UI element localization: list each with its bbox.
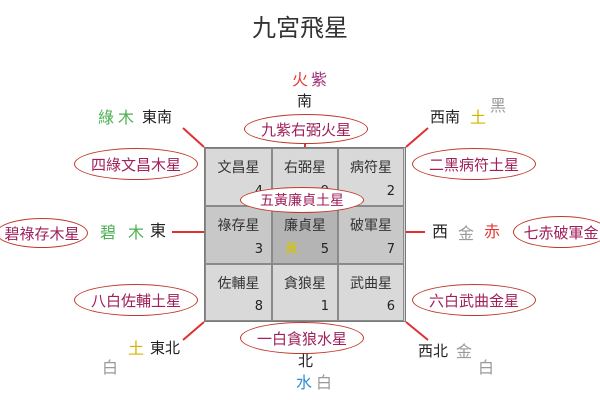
- cell-yellow-char: 黃: [285, 242, 299, 257]
- line-sw: [182, 321, 205, 341]
- element-earth-ne: 土: [128, 339, 145, 358]
- element-red: 赤: [484, 222, 501, 241]
- element-purple: 紫: [311, 70, 328, 89]
- element-jade: 碧: [100, 223, 117, 242]
- element-metal-west: 金: [458, 224, 475, 243]
- oval-nw-star: 四綠文昌木星: [74, 148, 198, 180]
- element-fire: 火: [292, 70, 309, 89]
- cell-star: 文昌星: [217, 160, 260, 176]
- element-white-n: 白: [316, 373, 333, 392]
- element-earth: 土: [470, 108, 487, 127]
- cell-star: 廉貞星: [284, 218, 326, 234]
- direction-north: 北: [298, 352, 314, 370]
- direction-northwest: 西北: [418, 342, 449, 360]
- cell-e-3: 祿存星 3: [205, 206, 272, 264]
- oval-s-star: 一白貪狼水星: [240, 322, 364, 354]
- oval-center-star: 五黃廉貞土星: [240, 187, 364, 213]
- cell-number: 2: [386, 184, 395, 199]
- cell-star: 祿存星: [217, 218, 260, 234]
- cell-star: 破軍星: [350, 218, 392, 234]
- element-green: 綠: [98, 108, 115, 127]
- cell-number: 1: [320, 299, 329, 314]
- nine-palace-grid: 文昌星 4 右弼星 9 病符星 2 祿存星 3 廉貞星 黃 5 破軍星 7 佐輔…: [204, 147, 406, 322]
- oval-ne-star: 二黑病符土星: [412, 148, 536, 180]
- page-title: 九宮飛星: [252, 14, 348, 42]
- cell-number: 3: [254, 242, 263, 257]
- cell-center-5: 廉貞星 黃 5: [272, 206, 338, 264]
- cell-star: 武曲星: [350, 276, 392, 292]
- element-black: 黑: [490, 96, 507, 115]
- direction-southeast: 東南: [142, 108, 173, 126]
- cell-number: 6: [386, 299, 395, 314]
- oval-n-star: 九紫右弼火星: [244, 114, 368, 144]
- oval-sw-star: 八白佐輔土星: [74, 284, 198, 316]
- cell-number: 5: [320, 242, 329, 257]
- direction-east: 東: [150, 221, 167, 240]
- element-metal-nw: 金: [456, 342, 473, 361]
- element-white-ne: 白: [102, 358, 119, 377]
- element-white-nw: 白: [478, 358, 495, 377]
- oval-se-star: 六白武曲金星: [412, 284, 536, 316]
- line-se: [405, 321, 429, 341]
- line-nw: [182, 127, 205, 148]
- direction-northeast: 東北: [150, 339, 181, 357]
- cell-ne-8: 佐輔星 8: [205, 264, 272, 321]
- cell-n-1: 貪狼星 1: [272, 264, 338, 321]
- element-water: 水: [296, 373, 313, 392]
- cell-star: 佐輔星: [217, 276, 260, 292]
- oval-e-star: 七赤破軍金: [513, 216, 600, 248]
- cell-w-7: 破軍星 7: [338, 206, 404, 264]
- cell-star: 病符星: [350, 160, 392, 176]
- cell-sw-2: 病符星 2: [338, 148, 404, 206]
- cell-number: 8: [254, 299, 263, 314]
- cell-nw-6: 武曲星 6: [338, 264, 404, 321]
- cell-star: 貪狼星: [284, 276, 326, 292]
- line-ne: [405, 127, 429, 148]
- direction-south: 南: [297, 92, 313, 110]
- element-wood: 木: [118, 108, 135, 127]
- cell-number: 7: [386, 242, 395, 257]
- element-wood-east: 木: [128, 223, 145, 242]
- oval-w-star: 碧祿存木星: [0, 218, 88, 248]
- cell-star: 右弼星: [284, 160, 326, 176]
- direction-west: 西: [432, 222, 449, 241]
- direction-southwest: 西南: [430, 108, 461, 126]
